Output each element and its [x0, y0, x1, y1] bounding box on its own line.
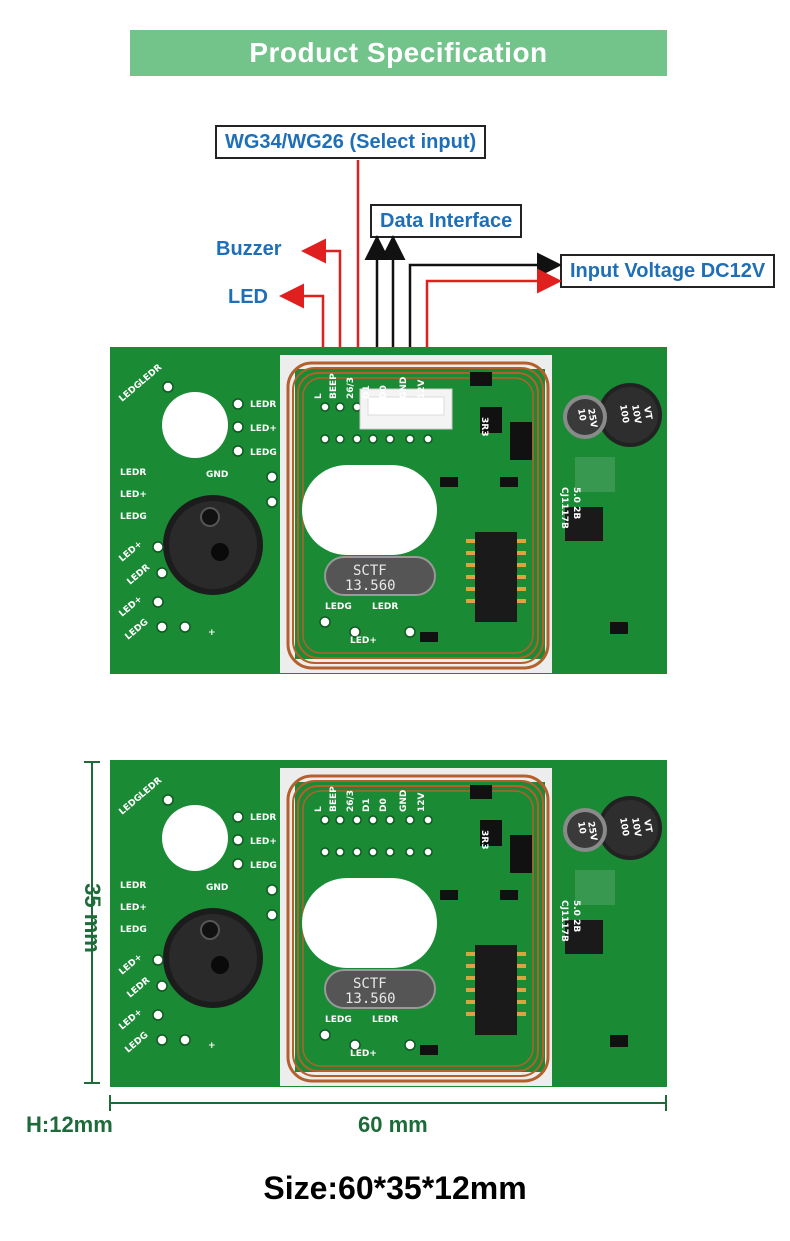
bottom-left-label-4: LEDG [120, 925, 147, 935]
top-left-label-8: LEDG [124, 617, 151, 642]
bottom-left-label-7: LED+ [118, 1007, 145, 1032]
bottom-bottom-label-0: LEDG [325, 1015, 352, 1025]
dimension-height-line [84, 761, 100, 1084]
top-mid-label-3: GND [206, 470, 228, 480]
top-pin-label-5: GND [399, 377, 409, 399]
top-left-label-7: LED+ [118, 594, 145, 619]
bottom-pin-label-1: BEEP [329, 786, 339, 812]
bottom-pin-label-2: 26/3 [346, 790, 356, 812]
top-ic-text: CJ1117B [559, 487, 569, 529]
bottom-bottom-label-2: LED+ [350, 1049, 377, 1059]
top-crystal-text-2: 13.560 [345, 578, 396, 594]
bottom-left-label-3: LED+ [120, 903, 147, 913]
top-left-label-3: LED+ [120, 490, 147, 500]
bottom-left-label-5: LED+ [118, 952, 145, 977]
top-pin-label-2: 26/3 [346, 377, 356, 399]
bottom-cap-text-2: 10V [629, 817, 642, 838]
bottom-left-label-0: LEDR [138, 776, 165, 801]
size-title: Size:60*35*12mm [263, 1170, 527, 1206]
top-pin-label-3: D1 [362, 385, 372, 399]
top-plus-sign: + [208, 628, 216, 638]
bottom-reg-text: 3R3 [479, 830, 489, 849]
bottom-left-label-1: LEDG [118, 792, 145, 817]
dimension-height-label: 35 mm [80, 883, 105, 953]
top-small-cap-2: 25V [585, 408, 598, 429]
dimension-thickness-label: H:12mm [26, 1112, 113, 1137]
page-banner: Product Specification [130, 30, 667, 76]
bottom-crystal-text-2: 13.560 [345, 991, 396, 1007]
bottom-bottom-label-1: LEDR [372, 1015, 398, 1025]
bottom-mid-label-2: LEDG [250, 861, 277, 871]
top-bottom-label-2: LED+ [350, 636, 377, 646]
top-left-label-1: LEDG [118, 379, 145, 404]
callout-wg-select: WG34/WG26 (Select input) [215, 125, 487, 159]
top-bottom-label-0: LEDG [325, 602, 352, 612]
bottom-pin-label-6: 12V [417, 792, 427, 812]
bottom-mid-label-0: LEDR [250, 813, 276, 823]
dimension-width-line [109, 1095, 667, 1111]
top-pin-label-4: D0 [379, 385, 389, 399]
top-mid-label-1: LED+ [250, 424, 277, 434]
bottom-pin-label-0: L [314, 806, 324, 812]
top-crystal-text-1: SCTF [353, 563, 387, 579]
callout-input-voltage: Input Voltage DC12V [560, 254, 776, 288]
top-pin-label-0: L [314, 393, 324, 399]
top-mid-label-0: LEDR [250, 400, 276, 410]
pcb-top-view [108, 345, 669, 676]
bottom-left-label-8: LEDG [124, 1030, 151, 1055]
top-small-cap-1: 10 [575, 408, 587, 422]
bottom-cap-text-3: VT [641, 819, 653, 834]
callout-led: LED [228, 286, 268, 308]
top-left-label-6: LEDR [126, 563, 153, 588]
bottom-left-label-6: LEDR [126, 976, 153, 1001]
top-cap-text-1: 100 [617, 404, 630, 424]
bottom-pin-label-5: GND [399, 790, 409, 812]
callout-data-interface: Data Interface [370, 204, 523, 238]
bottom-ic-text-2: 5.0 2B [571, 900, 581, 932]
top-bottom-label-1: LEDR [372, 602, 398, 612]
callout-buzzer: Buzzer [216, 238, 282, 260]
top-left-label-4: LEDG [120, 512, 147, 522]
dimension-width-label: 60 mm [358, 1112, 428, 1137]
bottom-mid-label-1: LED+ [250, 837, 277, 847]
top-left-label-5: LED+ [118, 539, 145, 564]
bottom-mid-label-3: GND [206, 883, 228, 893]
top-mid-label-2: LEDG [250, 448, 277, 458]
top-pin-label-1: BEEP [329, 373, 339, 399]
top-left-label-2: LEDR [120, 468, 146, 478]
top-cap-text-2: 10V [629, 404, 642, 425]
bottom-ic-text: CJ1117B [559, 900, 569, 942]
bottom-pin-label-3: D1 [362, 798, 372, 812]
bottom-small-cap-2: 25V [585, 821, 598, 842]
top-pin-label-6: 12V [417, 379, 427, 399]
bottom-crystal-text-1: SCTF [353, 976, 387, 992]
bottom-cap-text-1: 100 [617, 817, 630, 837]
bottom-left-label-2: LEDR [120, 881, 146, 891]
bottom-small-cap-1: 10 [575, 821, 587, 835]
bottom-plus-sign: + [208, 1041, 216, 1051]
top-ic-text-2: 5.0 2B [571, 487, 581, 519]
bottom-pin-label-4: D0 [379, 798, 389, 812]
top-left-label-0: LEDR [138, 363, 165, 388]
top-reg-text: 3R3 [479, 417, 489, 436]
top-cap-text-3: VT [641, 406, 653, 421]
